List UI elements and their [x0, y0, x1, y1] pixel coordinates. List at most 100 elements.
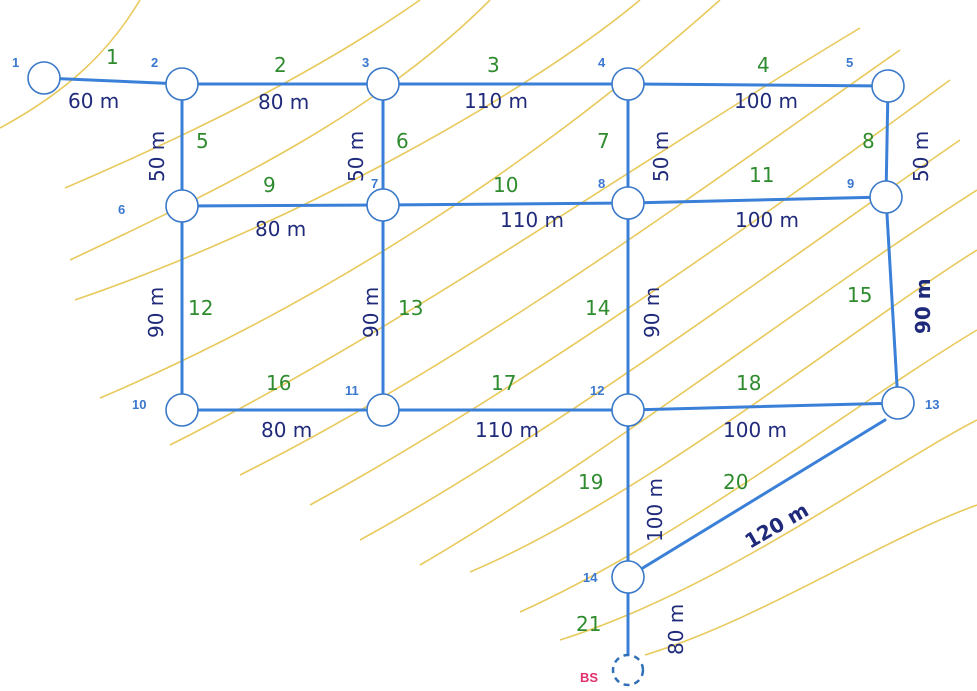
node-4	[611, 67, 645, 101]
pipe-id-8: 8	[862, 129, 875, 153]
pipe-id-4: 4	[757, 53, 770, 77]
length-5: 50 m	[145, 131, 169, 182]
pipe-11	[626, 195, 888, 205]
node-5	[871, 69, 905, 103]
pipe-id-5: 5	[196, 129, 209, 153]
node-label-1: 1	[12, 55, 19, 70]
length-2: 80 m	[258, 90, 309, 114]
pipe-id-20: 20	[723, 470, 748, 494]
node-2	[165, 67, 199, 101]
node-label-8: 8	[598, 176, 605, 191]
node-label-bs: BS	[580, 670, 598, 685]
pipe-8	[884, 84, 890, 199]
pipe-1	[42, 76, 184, 86]
node-1	[27, 61, 61, 95]
contour-line	[0, 0, 141, 129]
pipe-id-7: 7	[597, 129, 610, 153]
length-3: 110 m	[464, 89, 528, 113]
node-bs	[611, 653, 645, 687]
pipe-id-3: 3	[487, 53, 500, 77]
length-18: 100 m	[723, 418, 787, 442]
contour-line	[519, 329, 977, 613]
node-3	[366, 67, 400, 101]
length-12: 90 m	[144, 287, 168, 338]
pipe-id-21: 21	[576, 612, 601, 636]
contour-line	[419, 189, 977, 566]
node-label-2: 2	[151, 55, 158, 70]
node-7	[366, 188, 400, 222]
pipe-id-14: 14	[585, 296, 610, 320]
node-11	[366, 393, 400, 427]
pipe-9	[180, 203, 385, 208]
pipe-id-11: 11	[749, 163, 774, 187]
contour-line	[64, 0, 421, 189]
length-6: 50 m	[344, 131, 368, 182]
length-14: 90 m	[640, 287, 664, 338]
length-8: 50 m	[909, 131, 933, 182]
pipe-10	[381, 201, 630, 207]
pipe-id-10: 10	[493, 173, 518, 197]
pipe-lengths: 60 m 80 m 110 m 100 m 50 m 50 m 50 m 50 …	[68, 89, 935, 655]
length-19: 100 m	[643, 478, 667, 542]
pipe-id-6: 6	[396, 129, 409, 153]
nodes	[27, 61, 915, 687]
node-label-5: 5	[846, 55, 853, 70]
contour-line	[74, 0, 641, 301]
node-12	[611, 393, 645, 427]
length-17: 110 m	[475, 418, 539, 442]
pipe-ids: 1 2 3 4 5 6 7 8 9 10 11 12 13 14 15 16 1…	[106, 45, 875, 636]
node-labels: 1 2 3 4 5 6 7 8 9 10 11 12 13 14 BS	[12, 55, 939, 685]
contour-line	[309, 79, 951, 506]
contour-line	[469, 249, 977, 573]
length-10: 110 m	[500, 208, 564, 232]
node-13	[881, 386, 915, 420]
node-label-12: 12	[590, 383, 604, 398]
contour-line	[69, 0, 491, 261]
pipe-id-15: 15	[847, 283, 872, 307]
length-20: 120 m	[741, 498, 813, 554]
pipe-id-13: 13	[398, 296, 423, 320]
length-9: 80 m	[255, 217, 306, 241]
pipe-id-19: 19	[578, 470, 603, 494]
contour-lines	[0, 0, 977, 656]
pipe-id-16: 16	[266, 371, 291, 395]
length-4: 100 m	[734, 89, 798, 113]
contour-line	[239, 49, 901, 476]
length-21: 80 m	[664, 604, 688, 655]
contour-line	[99, 0, 721, 399]
length-1: 60 m	[68, 89, 119, 113]
node-label-11: 11	[345, 383, 359, 398]
node-label-14: 14	[583, 570, 598, 585]
pipe-4	[626, 82, 890, 88]
node-6	[165, 189, 199, 223]
pipe-id-2: 2	[274, 53, 287, 77]
pipe-id-18: 18	[736, 371, 761, 395]
node-label-4: 4	[598, 55, 606, 70]
node-14	[611, 560, 645, 594]
node-label-7: 7	[371, 176, 378, 191]
pipe-id-1: 1	[106, 45, 119, 69]
node-label-13: 13	[925, 397, 939, 412]
pipe-id-9: 9	[263, 173, 276, 197]
pipe-15	[884, 195, 900, 405]
node-8	[611, 186, 645, 220]
length-15: 90 m	[911, 278, 935, 334]
pipe-18	[626, 401, 900, 412]
node-9	[869, 180, 903, 214]
pipe-id-12: 12	[188, 296, 213, 320]
length-13: 90 m	[359, 287, 383, 338]
contour-line	[559, 419, 977, 641]
node-label-6: 6	[118, 202, 125, 217]
length-16: 80 m	[261, 418, 312, 442]
contour-line	[169, 27, 861, 446]
pipes	[42, 76, 900, 670]
length-7: 50 m	[649, 131, 673, 182]
node-10	[165, 393, 199, 427]
contour-line	[644, 504, 977, 656]
pipe-20	[626, 418, 887, 579]
node-label-9: 9	[847, 176, 854, 191]
node-label-3: 3	[362, 55, 369, 70]
node-label-10: 10	[132, 397, 146, 412]
pipe-id-17: 17	[491, 371, 516, 395]
